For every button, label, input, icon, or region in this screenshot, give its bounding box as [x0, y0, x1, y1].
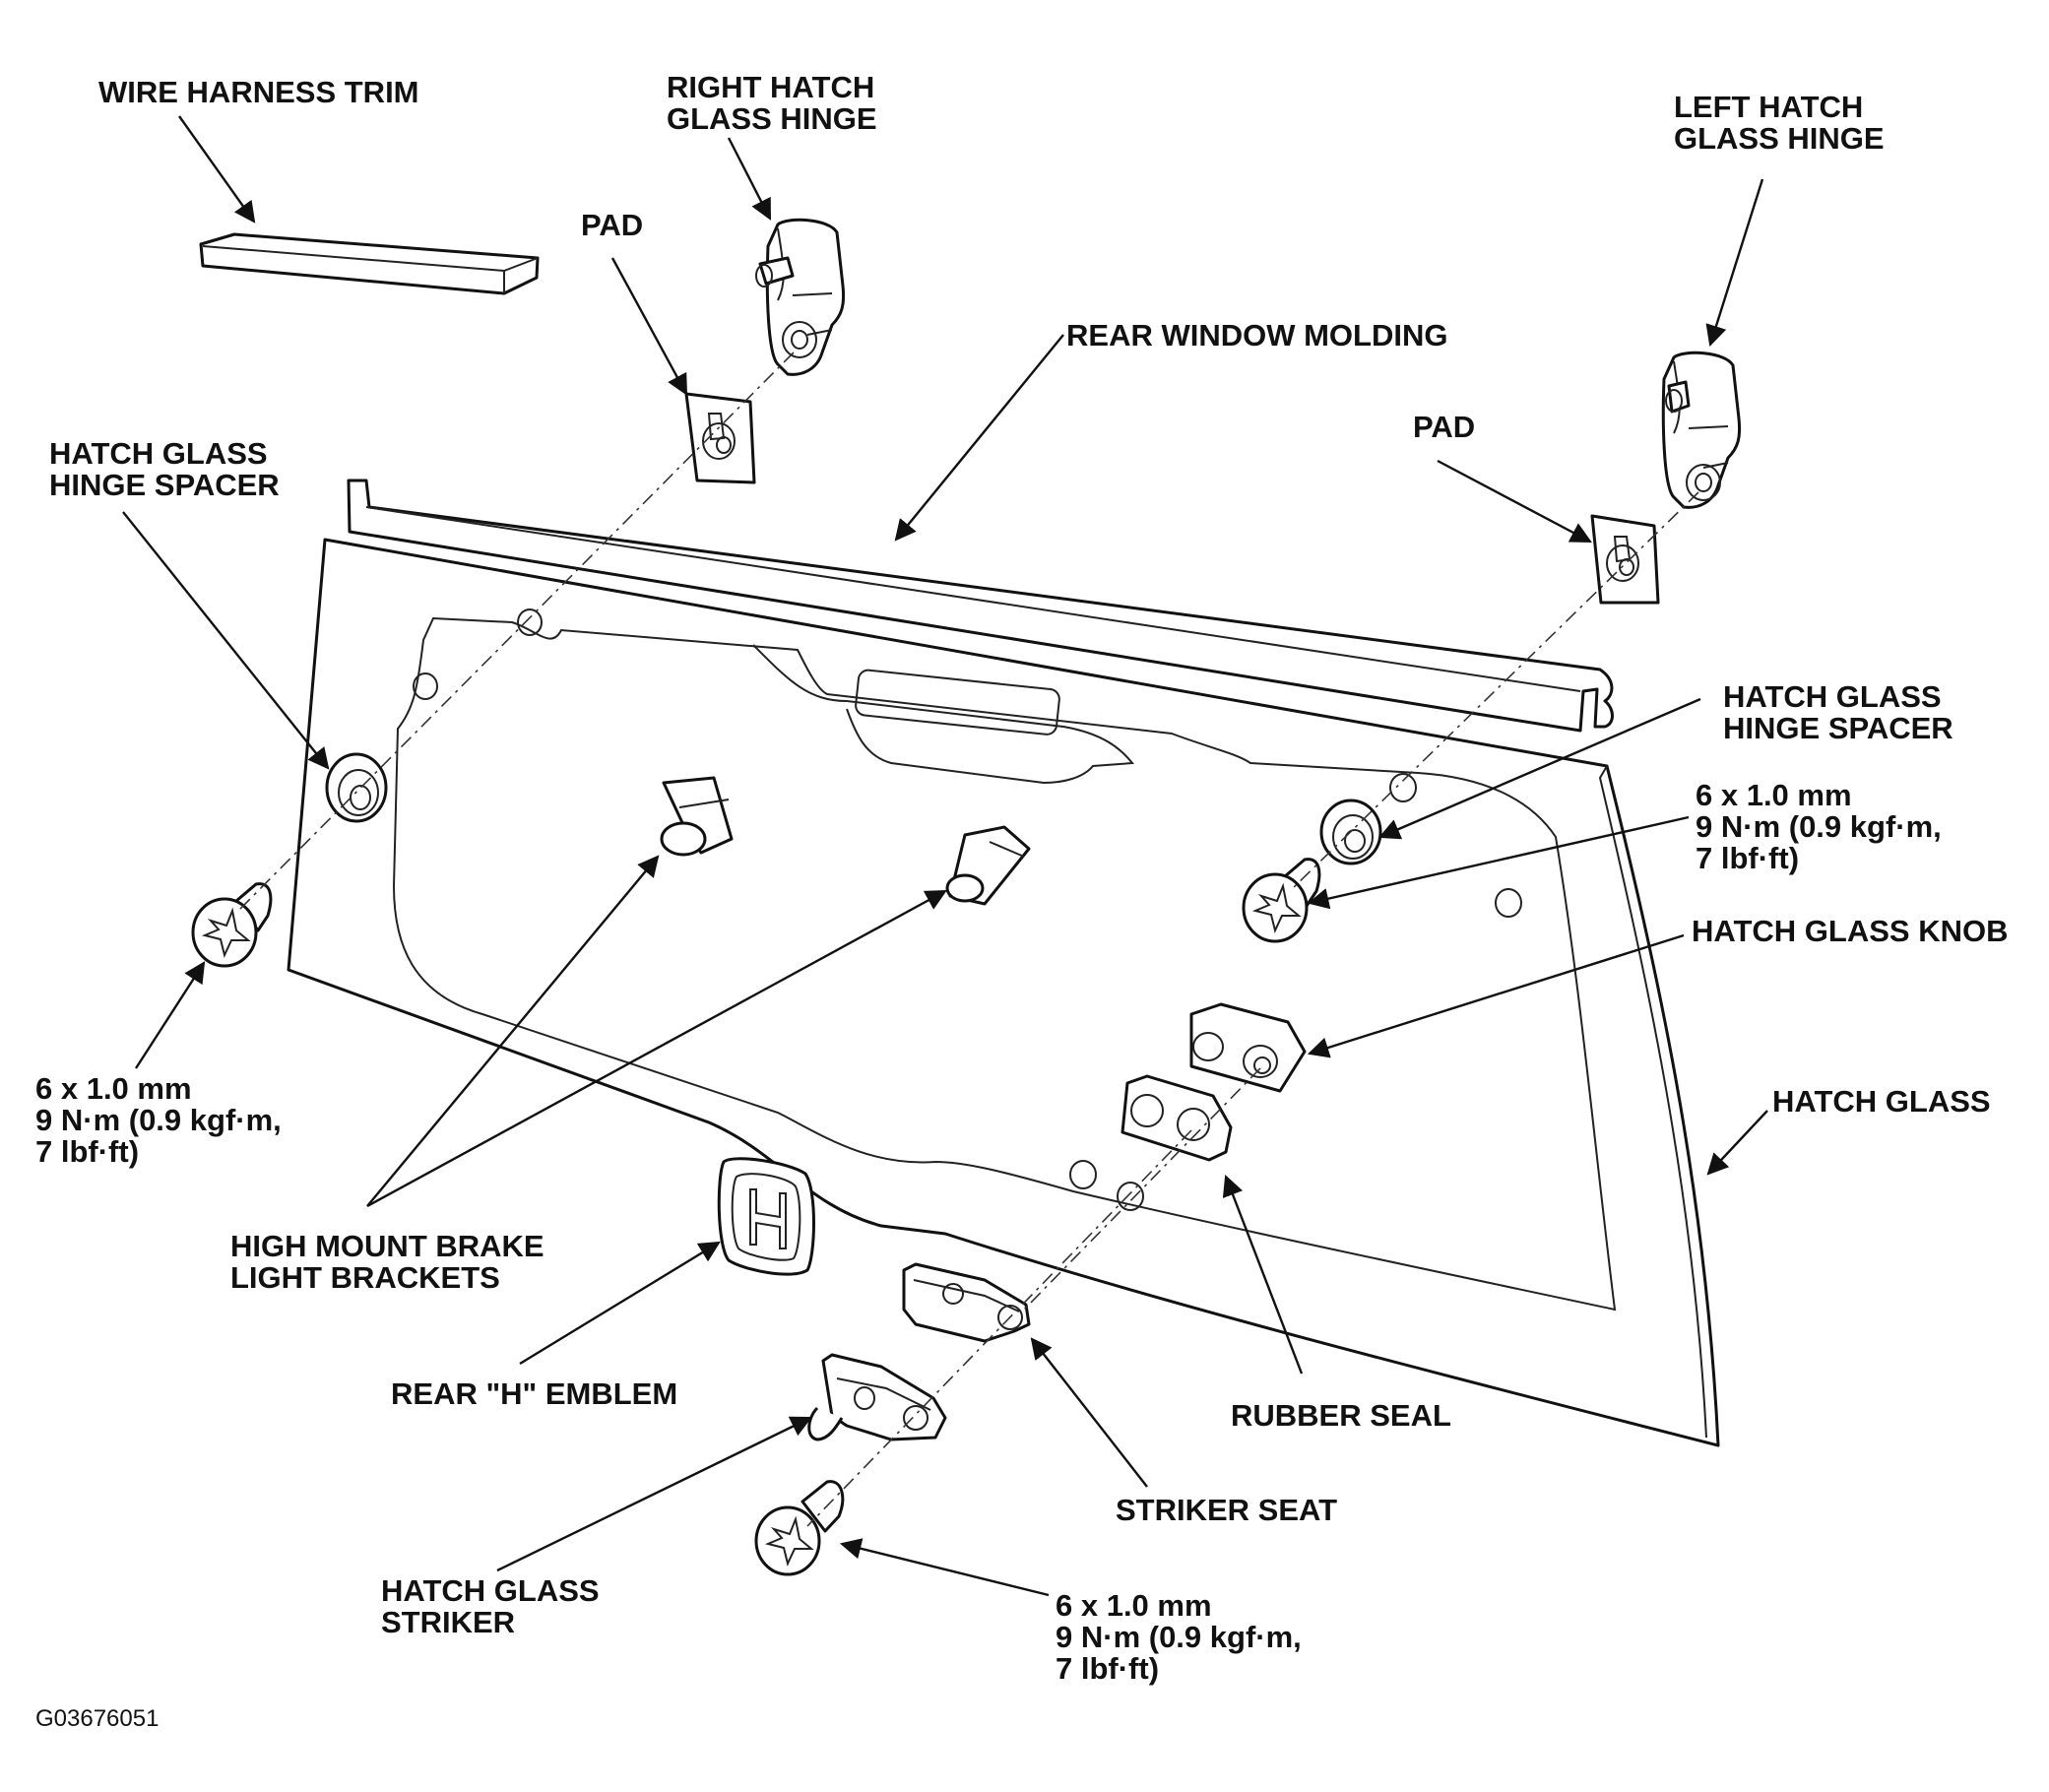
rear-window-molding: [347, 479, 1614, 733]
assembly-axes: [237, 352, 1699, 1527]
label-right-hatch-glass-hinge: RIGHT HATCH GLASS HINGE: [667, 70, 877, 136]
spacer-left-part: [325, 752, 388, 823]
figure-code: G03676051: [35, 1705, 160, 1732]
label-pad-left: PAD: [581, 208, 644, 242]
hatch-glass-knob-part: [1189, 1002, 1307, 1093]
striker-seat-part: [902, 1262, 1031, 1343]
pad-left-part: [684, 392, 756, 484]
bolt-left: [191, 882, 273, 968]
wire-harness-trim: [199, 232, 540, 295]
label-rubber-seal: RUBBER SEAL: [1231, 1398, 1451, 1433]
brake-light-bracket-1: [660, 776, 734, 857]
right-hatch-glass-hinge: [755, 218, 846, 376]
label-striker-seat: STRIKER SEAT: [1116, 1493, 1338, 1527]
hatch-glass-striker-part: [807, 1353, 947, 1441]
left-hatch-glass-hinge: [1661, 351, 1742, 509]
label-pad-right: PAD: [1413, 410, 1476, 444]
label-hatch-glass-hinge-spacer-right: HATCH GLASS HINGE SPACER: [1723, 679, 1953, 745]
label-high-mount-brake-light-brackets: HIGH MOUNT BRAKE LIGHT BRACKETS: [230, 1229, 544, 1295]
label-bolt-spec-right: 6 x 1.0 mm 9 N·m (0.9 kgf·m, 7 lbf·ft): [1696, 778, 1942, 875]
label-hatch-glass-striker: HATCH GLASS STRIKER: [381, 1573, 600, 1639]
leader-lines: [122, 115, 1768, 1597]
label-hatch-glass-knob: HATCH GLASS KNOB: [1692, 914, 2009, 948]
pad-right-part: [1590, 514, 1660, 605]
bolt-bottom: [754, 1480, 845, 1576]
label-bolt-spec-bottom: 6 x 1.0 mm 9 N·m (0.9 kgf·m, 7 lbf·ft): [1056, 1588, 1302, 1686]
brake-light-bracket-2: [945, 825, 1031, 906]
label-rear-window-molding: REAR WINDOW MOLDING: [1066, 318, 1448, 352]
label-left-hatch-glass-hinge: LEFT HATCH GLASS HINGE: [1674, 90, 1885, 156]
hatch-glass-panel: [287, 538, 1720, 1447]
bolt-right: [1242, 858, 1321, 943]
rubber-seal-part: [1121, 1074, 1233, 1162]
rear-h-emblem-part: [717, 1157, 815, 1276]
label-wire-harness-trim: WIRE HARNESS TRIM: [98, 75, 419, 109]
label-bolt-spec-left: 6 x 1.0 mm 9 N·m (0.9 kgf·m, 7 lbf·ft): [35, 1071, 282, 1169]
label-hatch-glass: HATCH GLASS: [1772, 1084, 1991, 1119]
label-hatch-glass-hinge-spacer-left: HATCH GLASS HINGE SPACER: [49, 436, 280, 502]
label-rear-h-emblem: REAR "H" EMBLEM: [391, 1376, 678, 1411]
